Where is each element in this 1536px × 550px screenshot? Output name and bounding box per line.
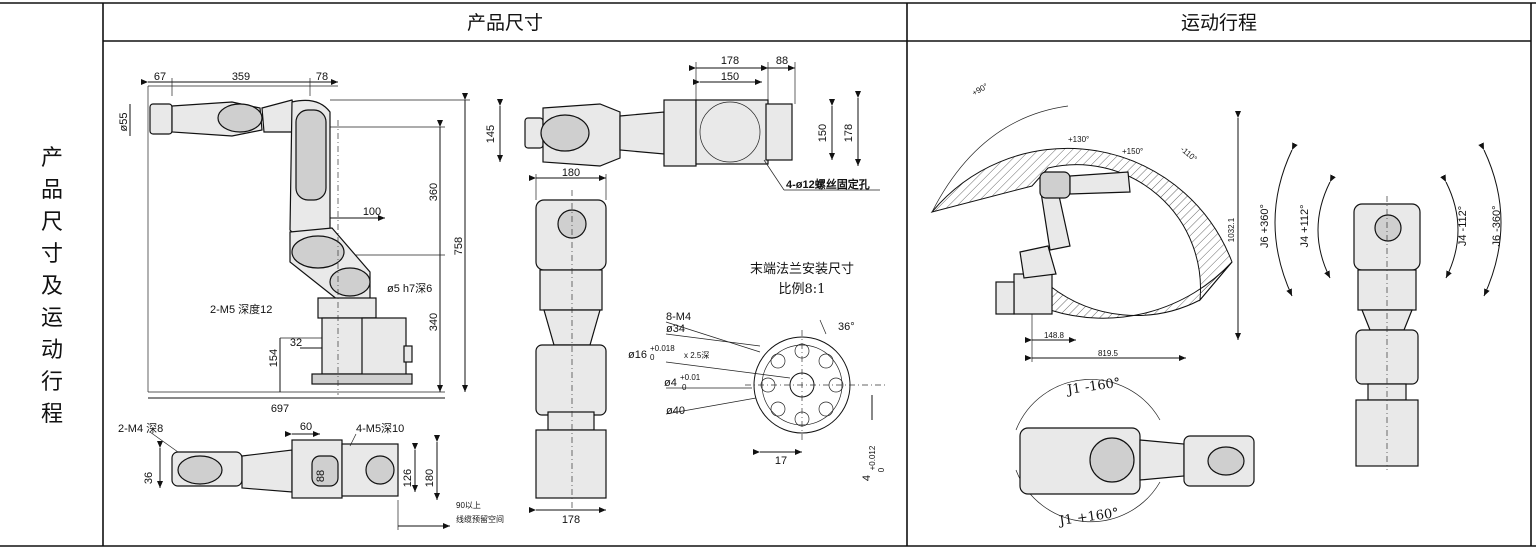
flange-d40: ø40 bbox=[666, 405, 685, 417]
upper-top-view: 178 88 150 145 150 178 4-ø12螺丝固定孔 bbox=[485, 55, 880, 191]
side-char: 产 bbox=[41, 146, 63, 171]
dim-67: 67 bbox=[154, 71, 166, 83]
dim-m4: 2-M4 深8 bbox=[118, 422, 163, 435]
dim-60: 60 bbox=[300, 421, 312, 433]
flange-d16-tol-dn: 0 bbox=[650, 353, 655, 362]
lower-top-view: 2-M4 深8 60 4-M5深10 36 88 126 180 90以上 线缆… bbox=[118, 421, 504, 530]
side-char: 寸 bbox=[41, 242, 63, 267]
dim-88: 88 bbox=[776, 55, 788, 67]
side-char: 程 bbox=[41, 402, 63, 427]
cable-space-value: 90以上 bbox=[456, 501, 481, 510]
header-motion: 运动行程 bbox=[1181, 12, 1257, 34]
flange-d34: ø34 bbox=[666, 323, 685, 335]
front-view: 180 178 bbox=[529, 167, 607, 526]
flange-d4-tol-dn: 0 bbox=[682, 383, 687, 392]
flange-angle-36: 36° bbox=[838, 321, 855, 333]
flange-scale: 比例8:1 bbox=[779, 282, 826, 297]
motion-dim-1032: 1032.1 bbox=[1227, 217, 1236, 242]
motion-dim-148: 148.8 bbox=[1044, 331, 1065, 340]
dim-100: 100 bbox=[363, 206, 381, 218]
flange-d4v: 4 bbox=[861, 475, 873, 481]
cable-space-label: 线缆预留空间 bbox=[456, 514, 504, 524]
side-char: 运 bbox=[41, 306, 63, 331]
dim-m5-10: 4-M5深10 bbox=[356, 422, 404, 435]
motion-dim-819: 819.5 bbox=[1098, 349, 1119, 358]
dim-180: 180 bbox=[424, 469, 436, 487]
dim-178-vertical: 178 bbox=[843, 124, 855, 142]
flange-d4v-tol-up: +0.012 bbox=[868, 445, 877, 470]
motion-j6-plus: J6 +360° bbox=[1259, 204, 1271, 248]
dim-180: 180 bbox=[562, 167, 580, 179]
dim-78: 78 bbox=[316, 71, 328, 83]
dim-359: 359 bbox=[232, 71, 250, 83]
flange-d16-depth: x 2.5深 bbox=[684, 351, 709, 360]
dim-178: 178 bbox=[721, 55, 739, 67]
mounting-hole-note: 4-ø12螺丝固定孔 bbox=[786, 177, 870, 191]
motion-angle-plus130: +130° bbox=[1068, 135, 1089, 144]
dim-145: 145 bbox=[485, 125, 497, 143]
dim-150-vertical: 150 bbox=[817, 124, 829, 142]
flange-d4v-tol-dn: 0 bbox=[877, 467, 886, 472]
side-char: 品 bbox=[41, 178, 63, 203]
flange-d16: ø16 bbox=[628, 349, 647, 361]
dim-88: 88 bbox=[315, 470, 327, 482]
dim-758: 758 bbox=[453, 237, 465, 255]
flange-title: 末端法兰安装尺寸 bbox=[750, 262, 854, 277]
dim-154: 154 bbox=[268, 349, 280, 367]
motion-j4-minus: J4 -112° bbox=[1457, 206, 1469, 246]
header-dimensions: 产品尺寸 bbox=[467, 12, 543, 34]
dim-150: 150 bbox=[721, 71, 739, 83]
motion-j1-plus: J1 +160° bbox=[1056, 506, 1119, 529]
dim-55: ø55 bbox=[118, 113, 130, 132]
flange-m4: 8-M4 bbox=[666, 311, 691, 323]
dim-178: 178 bbox=[562, 514, 580, 526]
dim-36: 36 bbox=[143, 472, 155, 484]
dim-697: 697 bbox=[271, 403, 289, 415]
side-char: 行 bbox=[41, 370, 63, 395]
motion-range-view: +90° -110° +130° +150° 1032.1 148.8 819.… bbox=[930, 82, 1503, 529]
dim-5h7: ø5 h7深6 bbox=[387, 282, 432, 295]
side-char: 尺 bbox=[41, 210, 63, 235]
side-label: 产 品 尺 寸 及 运 动 行 程 bbox=[41, 146, 63, 427]
flange-detail: 末端法兰安装尺寸 比例8:1 8-M4 ø34 ø16 +0.018 0 x 2… bbox=[628, 262, 886, 481]
dim-126: 126 bbox=[402, 469, 414, 487]
flange-d4-tol-up: +0.01 bbox=[680, 373, 701, 382]
motion-j4-plus: J4 +112° bbox=[1299, 204, 1311, 247]
side-char: 动 bbox=[41, 338, 63, 363]
side-char: 及 bbox=[41, 274, 63, 299]
flange-d4: ø4 bbox=[664, 377, 677, 389]
dim-360: 360 bbox=[428, 183, 440, 201]
motion-j6-minus: J6 -360° bbox=[1491, 205, 1503, 246]
dim-m5: 2-M5 深度12 bbox=[210, 302, 272, 316]
motion-angle-plus90: +90° bbox=[971, 82, 990, 98]
side-view: 67 359 78 ø55 360 758 100 ø5 h7深6 2-M5 深… bbox=[118, 71, 470, 415]
dim-340: 340 bbox=[428, 313, 440, 331]
dim-32: 32 bbox=[290, 337, 302, 349]
motion-angle-minus110: -110° bbox=[1179, 145, 1199, 164]
flange-d17: 17 bbox=[775, 455, 787, 467]
motion-j1-minus: J1 -160° bbox=[1064, 376, 1121, 399]
motion-angle-plus150: +150° bbox=[1122, 147, 1143, 156]
flange-d16-tol-up: +0.018 bbox=[650, 344, 675, 353]
